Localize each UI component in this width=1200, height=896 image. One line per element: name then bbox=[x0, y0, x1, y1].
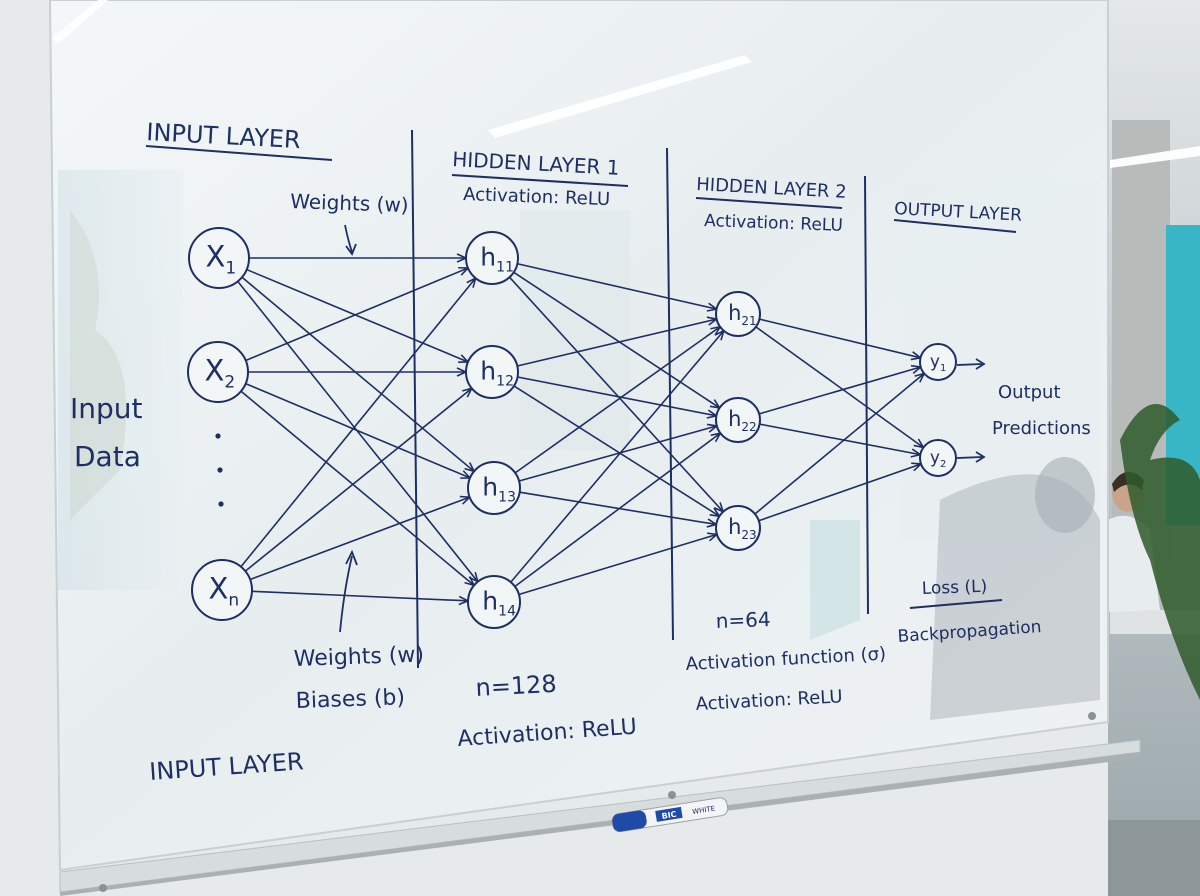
input-node-1: X1 bbox=[188, 227, 250, 289]
node-label: h13 bbox=[482, 472, 516, 505]
screw bbox=[99, 884, 107, 892]
node-circle bbox=[919, 343, 957, 381]
node-label: h12 bbox=[480, 356, 514, 389]
connection-input-3-to-hidden1-1 bbox=[240, 277, 477, 568]
light-reflection-center bbox=[488, 55, 752, 138]
hidden1-n: n=128 bbox=[475, 670, 557, 702]
node-label: h14 bbox=[482, 586, 516, 619]
node-label: h22 bbox=[728, 407, 757, 434]
marker-brand: BIC bbox=[661, 810, 677, 821]
biases-label: Biases (b) bbox=[295, 685, 405, 714]
connection-input-2-to-hidden1-1 bbox=[245, 267, 469, 362]
connection-hidden1-3-to-hidden2-2 bbox=[518, 425, 718, 482]
connection-hidden1-4-to-hidden2-1 bbox=[510, 330, 725, 583]
hidden1-node-4: h14 bbox=[467, 575, 521, 629]
node-circle bbox=[919, 439, 957, 477]
node-circle bbox=[467, 461, 521, 515]
node-label: X1 bbox=[206, 239, 237, 278]
input-data-line2: Data bbox=[74, 440, 141, 473]
node-circle bbox=[715, 397, 761, 443]
node-circle bbox=[191, 559, 253, 621]
node-circle bbox=[187, 341, 249, 403]
node-circle bbox=[467, 575, 521, 629]
connection-input-3-to-hidden1-4 bbox=[251, 590, 469, 602]
board-reflections bbox=[58, 170, 1100, 720]
node-label: X2 bbox=[205, 353, 236, 392]
connection-hidden1-2-to-hidden2-2 bbox=[517, 376, 717, 417]
input-node-2: X2 bbox=[187, 341, 249, 403]
node-circle bbox=[715, 291, 761, 337]
connection-hidden2-1-to-output-1 bbox=[759, 318, 921, 359]
node-label: h23 bbox=[728, 515, 757, 542]
connection-input-1-to-hidden1-2 bbox=[246, 268, 469, 363]
annotation-arrows bbox=[339, 224, 986, 633]
connection-hidden1-3-to-hidden2-1 bbox=[514, 326, 721, 474]
marker-label: WHITE bbox=[692, 805, 716, 816]
output-node-1: y1 bbox=[919, 343, 957, 381]
hidden2-n: n=64 bbox=[715, 607, 771, 633]
connection-hidden1-1-to-hidden2-1 bbox=[517, 262, 717, 310]
marker-cap bbox=[612, 810, 647, 832]
screw bbox=[1088, 712, 1096, 720]
ellipsis-dots bbox=[215, 433, 224, 507]
connection-input-2-to-hidden1-3 bbox=[245, 382, 471, 479]
hidden2-activation: Activation: ReLU bbox=[704, 211, 843, 236]
light-reflection-left bbox=[52, 0, 108, 44]
node-circle bbox=[715, 505, 761, 551]
connection-input-1-to-hidden1-3 bbox=[241, 276, 475, 472]
light-reflection-right bbox=[1110, 146, 1200, 168]
node-label: Xn bbox=[209, 571, 240, 610]
connection-hidden2-3-to-output-2 bbox=[758, 463, 922, 522]
connection-hidden1-1-to-hidden2-2 bbox=[513, 271, 721, 409]
output-predictions-line1: Output bbox=[998, 382, 1061, 403]
connection-hidden1-1-to-hidden2-3 bbox=[508, 276, 724, 513]
node-circle bbox=[188, 227, 250, 289]
title-underlines bbox=[145, 145, 1017, 609]
hidden1-node-1: h11 bbox=[465, 231, 519, 285]
connection-input-3-to-hidden1-3 bbox=[249, 496, 470, 581]
connection-input-2-to-hidden1-4 bbox=[240, 390, 475, 586]
loss-label: Loss (L) bbox=[921, 577, 987, 599]
hidden1-node-2: h12 bbox=[465, 345, 519, 399]
connection-hidden1-4-to-hidden2-2 bbox=[514, 432, 721, 588]
tray-lip bbox=[60, 752, 1140, 896]
connection-hidden1-2-to-hidden2-1 bbox=[517, 318, 717, 367]
weights-label-top: Weights (w) bbox=[290, 189, 409, 217]
node-circle bbox=[465, 231, 519, 285]
connection-hidden1-3-to-hidden2-3 bbox=[519, 491, 717, 526]
screw bbox=[668, 791, 676, 799]
node-label: h21 bbox=[728, 301, 757, 328]
node-label: y1 bbox=[930, 352, 946, 374]
hidden1-activation: Activation: ReLU bbox=[463, 184, 611, 210]
hidden2-node-2: h22 bbox=[715, 397, 761, 443]
connection-hidden1-2-to-hidden2-3 bbox=[513, 385, 720, 517]
input-data-line1: Input bbox=[70, 392, 143, 425]
node-label: y2 bbox=[930, 448, 946, 470]
node-circle bbox=[465, 345, 519, 399]
right-floor bbox=[1108, 820, 1200, 896]
marker-pen: BIC WHITE bbox=[611, 797, 729, 833]
node-label: h11 bbox=[480, 242, 514, 275]
connection-hidden2-1-to-output-2 bbox=[755, 326, 924, 449]
connection-hidden2-2-to-output-1 bbox=[758, 366, 921, 415]
output-predictions-line2: Predictions bbox=[992, 418, 1091, 439]
connection-input-3-to-hidden1-2 bbox=[244, 387, 473, 572]
hidden1-node-3: h13 bbox=[467, 461, 521, 515]
connection-hidden1-4-to-hidden2-3 bbox=[518, 533, 718, 596]
hidden2-node-1: h21 bbox=[715, 291, 761, 337]
connection-hidden2-2-to-output-2 bbox=[759, 423, 921, 456]
output-node-2: y2 bbox=[919, 439, 957, 477]
hidden2-node-3: h23 bbox=[715, 505, 761, 551]
plant bbox=[1120, 404, 1200, 700]
input-node-3: Xn bbox=[191, 559, 253, 621]
weights-label-bottom: Weights (w) bbox=[293, 642, 424, 672]
connection-hidden2-3-to-output-1 bbox=[754, 372, 925, 515]
